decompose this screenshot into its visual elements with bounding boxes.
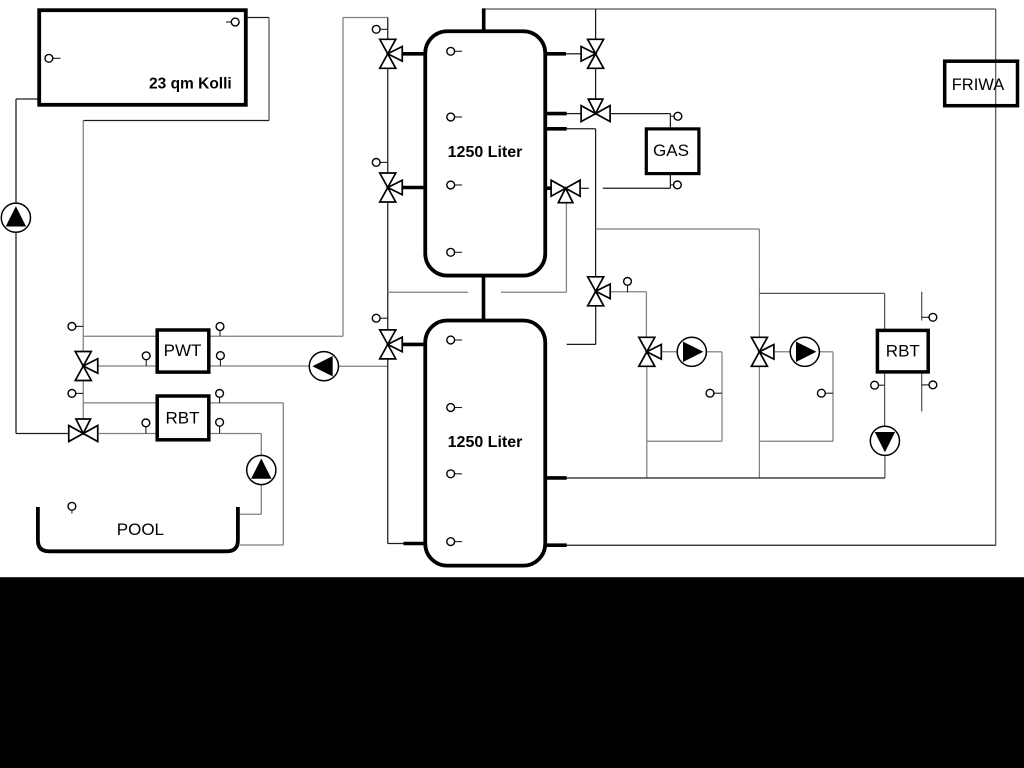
svg-text:POOL: POOL bbox=[117, 520, 164, 539]
svg-text:1250 Liter: 1250 Liter bbox=[448, 434, 523, 451]
svg-text:FRIWA: FRIWA bbox=[952, 76, 1005, 94]
svg-text:GAS: GAS bbox=[653, 141, 689, 160]
svg-text:PWT: PWT bbox=[164, 341, 202, 360]
svg-text:RBT: RBT bbox=[166, 409, 200, 428]
svg-text:1250 Liter: 1250 Liter bbox=[448, 144, 523, 161]
svg-text:23 qm Kolli: 23 qm Kolli bbox=[149, 75, 232, 92]
svg-text:RBT: RBT bbox=[886, 342, 920, 361]
